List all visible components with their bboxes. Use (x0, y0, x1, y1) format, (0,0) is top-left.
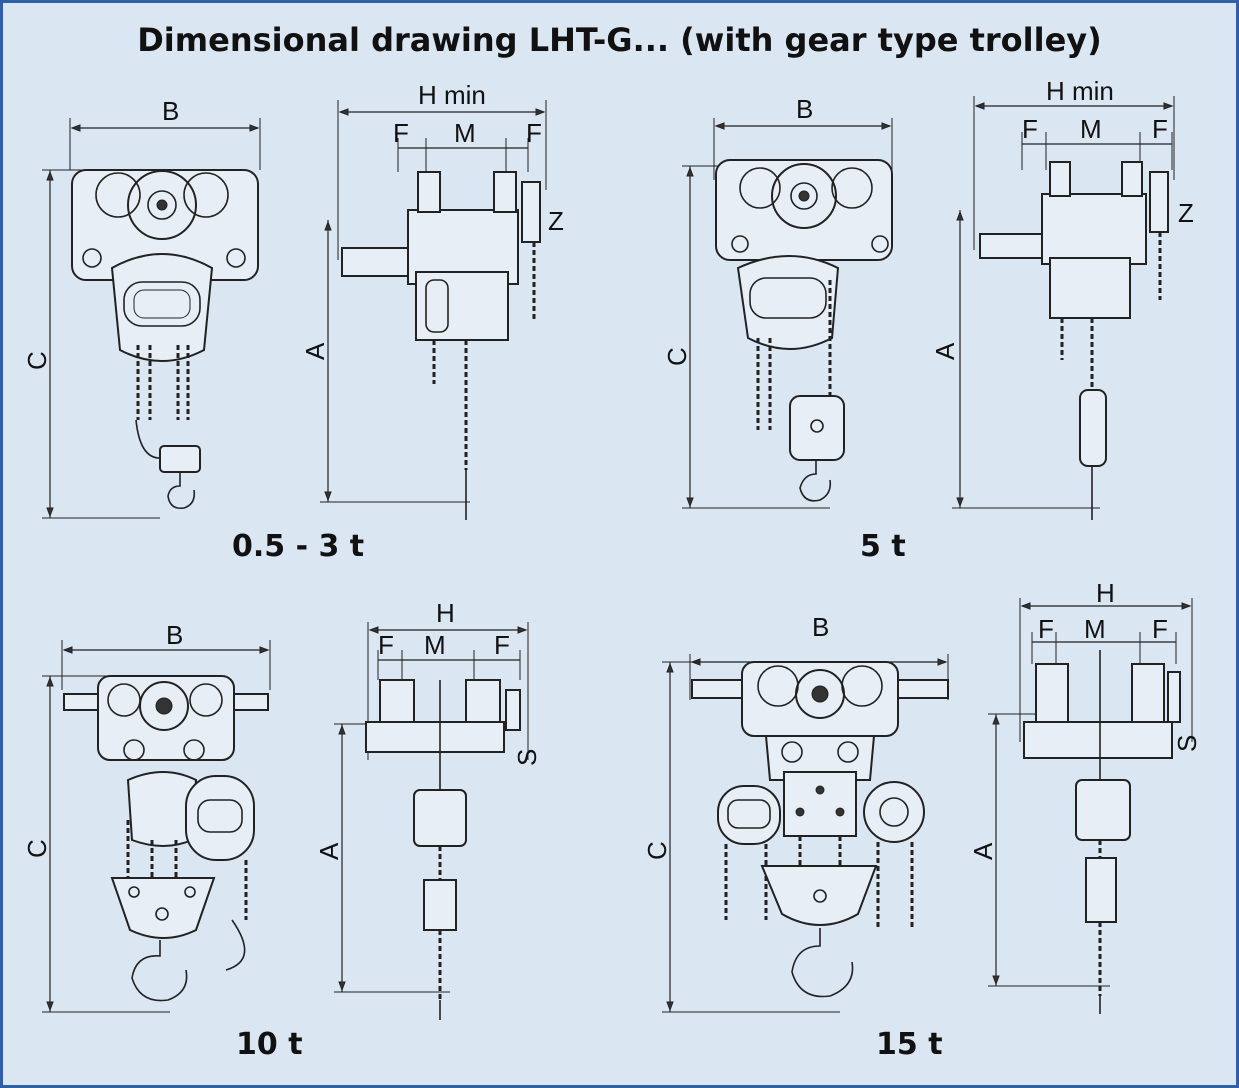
side-view-5t: H min F M F Z S A (930, 76, 1194, 520)
side-view-0-5-3t: H min F M F Z S A (300, 80, 564, 520)
caption-10t: 10 t (236, 1027, 303, 1062)
dim-s-10t: S (512, 749, 542, 766)
panel-5t: B C H min F M F (662, 76, 1194, 564)
dim-f-right-15t: F (1152, 614, 1168, 644)
caption-0-5-3t: 0.5 - 3 t (232, 529, 364, 564)
dim-m-0-5-3t: M (454, 118, 476, 148)
dim-a-5t: A (930, 342, 960, 360)
dim-f-left-10t: F (378, 630, 394, 660)
dim-c-5t: C (662, 347, 692, 366)
dim-h-10t: H (436, 598, 455, 628)
panel-10t: B C H F (22, 598, 542, 1062)
dim-b-15t: B (812, 612, 829, 642)
panel-0-5-3t: B C H min F M (22, 80, 564, 564)
dim-c-0-5-3t: C (22, 351, 52, 370)
caption-5t: 5 t (860, 529, 906, 564)
dim-b-5t: B (796, 94, 813, 124)
caption-15t: 15 t (876, 1027, 943, 1062)
dim-c-10t: C (22, 839, 52, 858)
dim-c-15t: C (642, 841, 672, 860)
dim-f-right-5t: F (1152, 114, 1168, 144)
dim-a-15t: A (968, 842, 998, 860)
dim-h-min-0-5-3t: H min (418, 80, 486, 110)
side-view-15t: H F M F S A (968, 578, 1202, 1014)
dim-m-5t: M (1080, 114, 1102, 144)
dim-f-right-0-5-3t: F (526, 118, 542, 148)
side-view-10t: H F M F S A (314, 598, 542, 1020)
dim-z-0-5-3t: Z (548, 206, 564, 236)
dim-h-min-5t: H min (1046, 76, 1114, 106)
panel-15t: B C H (642, 578, 1202, 1062)
front-view-5t: B C (662, 94, 893, 509)
dim-s-15t: S (1172, 735, 1202, 752)
front-view-15t: B C (642, 612, 949, 1013)
dim-f-left-5t: F (1022, 114, 1038, 144)
dim-f-left-15t: F (1038, 614, 1054, 644)
dim-f-left-0-5-3t: F (393, 118, 409, 148)
dim-a-0-5-3t: A (300, 342, 330, 360)
front-view-10t: B C (22, 620, 271, 1013)
dim-f-right-10t: F (494, 630, 510, 660)
dim-z-5t: Z (1178, 198, 1194, 228)
dim-m-10t: M (424, 630, 446, 660)
dim-b-0-5-3t: B (162, 96, 179, 126)
dim-a-10t: A (314, 842, 344, 860)
drawing-title: Dimensional drawing LHT-G... (with gear … (137, 21, 1102, 59)
front-view-0-5-3t: B C (22, 96, 261, 519)
dim-h-15t: H (1096, 578, 1115, 608)
dim-m-15t: M (1084, 614, 1106, 644)
dim-b-10t: B (166, 620, 183, 650)
